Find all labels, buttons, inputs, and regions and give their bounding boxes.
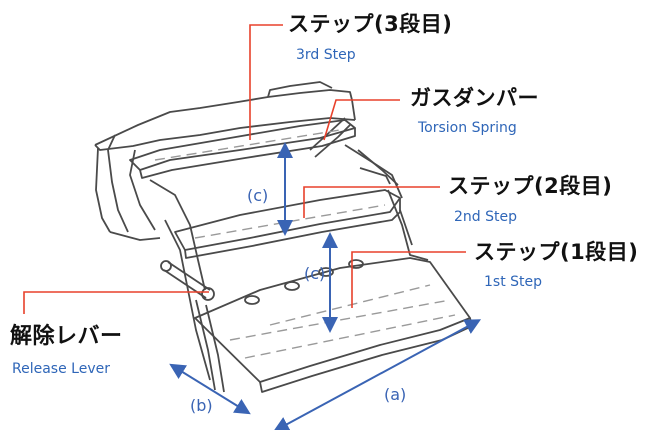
- leader-damper: [323, 99, 400, 141]
- dimension-a-arrow: [272, 319, 482, 430]
- step3-label-en: 3rd Step: [296, 47, 356, 63]
- step2-label-jp: ステップ(2段目): [448, 174, 613, 198]
- leader-step2: [303, 186, 440, 218]
- step-frame-outline: [94, 81, 473, 393]
- dimension-b-arrow: [169, 363, 251, 415]
- leader-step3: [249, 24, 283, 140]
- dimension-b-label: (b): [190, 396, 213, 415]
- dimension-c-upper-label: (c): [247, 186, 269, 205]
- leader-lines: [23, 24, 466, 314]
- dimension-a-label: (a): [384, 385, 407, 404]
- dimension-c-lower-label: (c): [304, 264, 326, 283]
- step3-label-jp: ステップ(3段目): [288, 12, 453, 36]
- damper-label-jp: ガスダンパー: [410, 86, 539, 110]
- lever-label-en: Release Lever: [12, 361, 110, 377]
- lever-label-jp: 解除レバー: [10, 324, 123, 349]
- step2-label-en: 2nd Step: [454, 209, 517, 225]
- step1-label-en: 1st Step: [484, 274, 543, 290]
- leader-lever: [23, 291, 209, 314]
- step1-label-jp: ステップ(1段目): [474, 240, 639, 264]
- leader-step1: [351, 251, 466, 308]
- damper-label-en: Torsion Spring: [418, 120, 517, 136]
